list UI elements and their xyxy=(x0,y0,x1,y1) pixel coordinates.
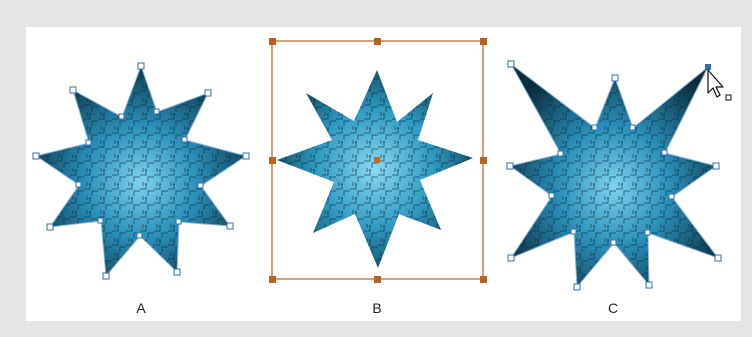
bounding-box-handles[interactable] xyxy=(269,38,487,283)
pointer-cursor-icon xyxy=(707,69,732,101)
center-point-marker xyxy=(374,157,380,163)
star-a xyxy=(32,62,250,280)
selected-anchor-point[interactable] xyxy=(705,64,711,70)
caption-a: A xyxy=(136,300,146,316)
star-c xyxy=(506,60,732,291)
caption-c: C xyxy=(607,300,619,316)
caption-b: B xyxy=(372,300,382,316)
star-b xyxy=(269,38,487,283)
anchor-point-handles-a[interactable] xyxy=(32,62,250,280)
anchor-point-handles-c[interactable] xyxy=(506,60,722,291)
